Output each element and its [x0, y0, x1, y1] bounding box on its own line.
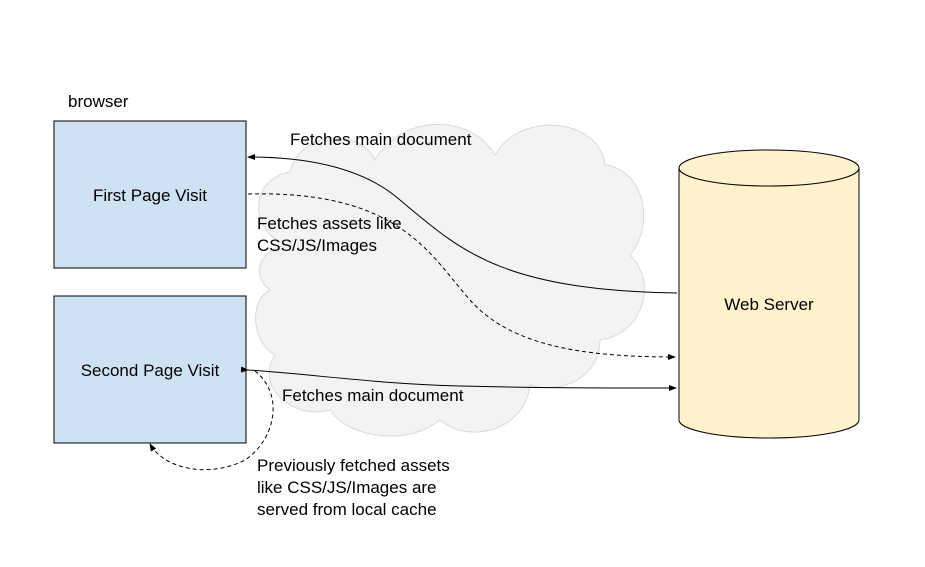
- fetch-main-second-label: Fetches main document: [282, 386, 464, 405]
- first-page-visit-box: First Page Visit: [53, 120, 247, 269]
- fetch-main-first-label: Fetches main document: [290, 130, 472, 149]
- first-page-visit-label: First Page Visit: [93, 186, 207, 205]
- arrow-fetch-assets: [247, 193, 676, 360]
- cached-assets-label: Previously fetched assets like CSS/JS/Im…: [257, 456, 455, 519]
- second-page-visit-label: Second Page Visit: [81, 361, 220, 380]
- web-server-cylinder: Web Server: [678, 149, 860, 439]
- fetch-assets-label: Fetches assets like CSS/JS/Images: [257, 214, 406, 255]
- cached-assets-line-2: like CSS/JS/Images are: [257, 478, 437, 497]
- fetch-assets-line-1: Fetches assets like: [257, 214, 402, 233]
- arrow-fetch-main-second: [240, 366, 677, 391]
- browser-label: browser: [68, 92, 129, 111]
- second-page-visit-box: Second Page Visit: [53, 295, 247, 444]
- cached-assets-line-3: served from local cache: [257, 500, 437, 519]
- web-server-label: Web Server: [724, 295, 814, 314]
- arrow-local-cache: [149, 370, 274, 471]
- arrow-fetch-main-first: [247, 154, 678, 294]
- cached-assets-line-1: Previously fetched assets: [257, 456, 450, 475]
- fetch-assets-line-2: CSS/JS/Images: [257, 236, 377, 255]
